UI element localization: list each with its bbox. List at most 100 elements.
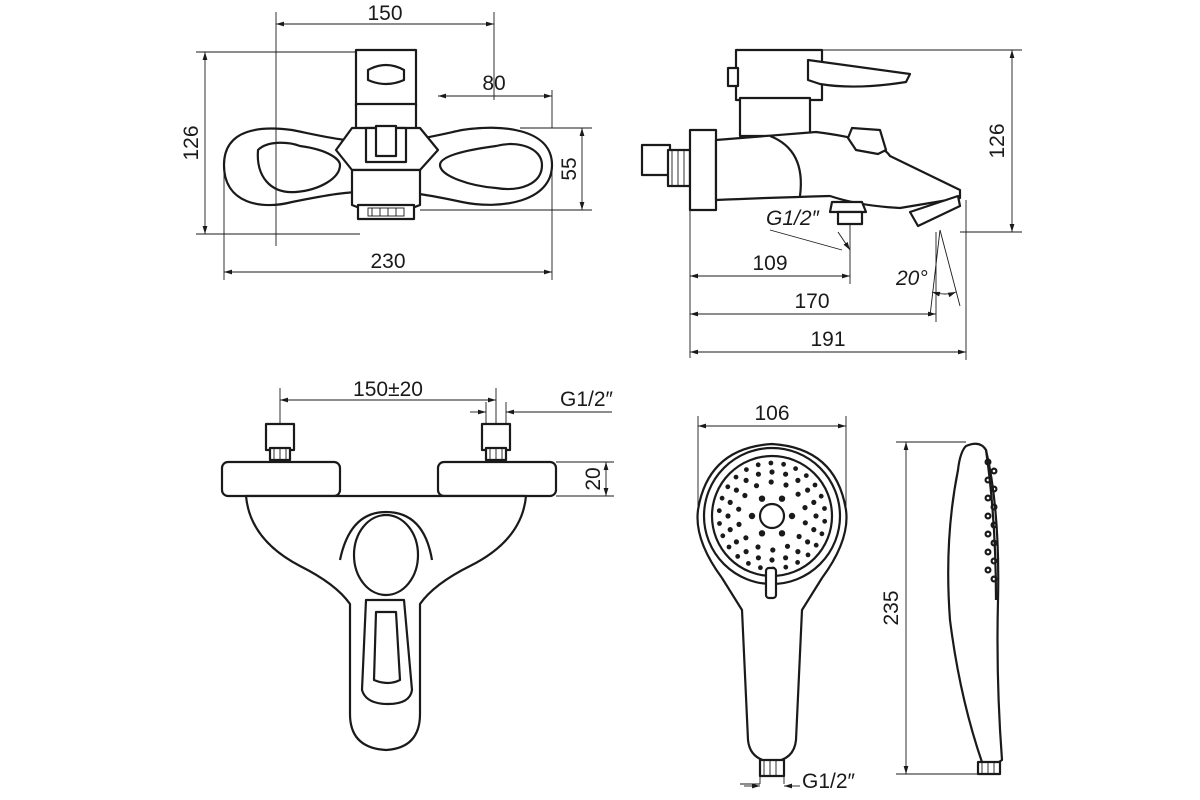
side-nozzles [984,458,998,583]
hand-shower-body [696,442,848,778]
nozzle-dot [795,560,800,565]
side-nozzle-dot [990,539,998,547]
nozzle-dot [795,477,801,483]
dim-front-thread: G1/2″ [560,388,614,411]
side-nozzle-dot [990,485,998,493]
nozzle-dot [769,557,775,563]
nozzle-dot [753,483,760,489]
nozzle-dot [811,527,817,533]
nozzle-dot [822,506,827,511]
nozzle-dot [822,518,828,524]
nozzle-dot [746,561,751,566]
dim-top-total: 230 [370,250,405,273]
nozzle-dot [813,542,819,548]
nozzle-dot [719,495,725,501]
nozzle-dot [769,469,775,475]
dim-top-offset: 80 [482,72,505,95]
nozzle-dot [770,547,776,553]
hand-shower-front: 106 G1/2″ [696,402,856,793]
dim-side-height: 126 [986,123,1009,158]
side-nozzle-dot [984,494,992,502]
nozzle-dot [768,479,774,485]
dim-front-spacing: 150±20 [353,378,423,401]
nozzle-dot [727,499,733,505]
nozzle-dot [813,513,819,519]
top-view-body [222,48,554,221]
nozzle-dot [726,544,732,550]
side-nozzle-dot [990,521,998,529]
nozzle-dot [783,482,789,488]
nozzle-dot [768,460,774,466]
nozzle-dot [755,462,761,468]
side-nozzle-dot [984,512,992,520]
nozzle-dot [802,520,808,526]
front-view: 150±20 G1/2″ 20 [220,378,614,752]
nozzle-dot [812,482,818,488]
nozzle-dot [758,565,763,571]
nozzle-dot [796,533,802,540]
nozzle-dot [818,493,824,499]
nozzle-dot [783,471,789,477]
side-dimensions: 126 G1/2″ 109 20° 170 191 [689,49,1022,360]
nozzle-dot [748,512,756,520]
side-view: 126 G1/2″ 109 20° 170 191 [640,48,1022,360]
dim-shower-length: 235 [880,590,903,625]
top-dimensions: 150 80 126 55 230 [180,2,592,280]
nozzle-dot [793,466,798,471]
nozzle-dot [778,495,786,502]
nozzle-dot [755,544,761,550]
dim-top-depth: 55 [558,157,581,180]
dim-shower-thread: G1/2″ [802,770,856,793]
nozzle-dot [758,530,766,537]
nozzle-dot [717,521,722,526]
nozzle-dot [733,539,740,545]
nozzle-dot [803,473,809,478]
nozzle-dot [736,521,742,528]
nozzle-dot [755,471,762,477]
side-nozzle-dot [984,458,992,466]
nozzle-dot [727,527,733,533]
nozzle-dot [743,549,749,555]
nozzle-dot [755,555,762,561]
side-nozzle-dot [990,557,998,565]
nozzle-dot [783,564,789,570]
side-nozzle-dot [984,530,992,538]
front-view-body [220,422,558,752]
nozzle-dot [788,512,796,520]
nozzle-dot [743,535,749,541]
side-nozzle-dot [990,467,998,475]
nozzle-dot [736,506,742,512]
nozzle-dot [735,554,741,559]
nozzle-dot [805,539,811,545]
side-nozzle-dot [990,575,998,583]
dim-side-angle: 20° [895,267,928,290]
dim-side-191: 191 [810,328,845,351]
nozzle-dot [742,492,748,499]
nozzle-dot [725,513,731,519]
nozzle-dot [811,499,817,505]
side-view-body [640,48,962,228]
nozzle-dot [805,552,811,558]
nozzle-dot [778,530,786,537]
hand-shower-dimensions: 106 G1/2″ [697,402,856,793]
nozzle-dot [733,487,740,493]
nozzle-dot [819,531,825,537]
dim-top-height: 126 [180,125,203,160]
nozzle-dot [784,543,791,549]
dim-side-109: 109 [752,252,787,275]
nozzle-dot [725,484,731,490]
nozzle-dot [733,474,739,480]
dim-shower-width: 106 [754,402,789,425]
nozzle-dot [802,505,808,511]
side-nozzle-dot [984,548,992,556]
nozzle-dot [795,549,801,555]
nozzle-dot [716,508,722,514]
side-nozzle-dot [984,566,992,574]
top-view: 150 80 126 55 230 [180,2,592,280]
nozzle-dot [758,495,766,502]
nozzle-dot [795,491,801,497]
dim-side-thread: G1/2″ [766,207,821,230]
dim-front-height: 20 [582,467,605,490]
nozzle-dot [783,555,789,561]
